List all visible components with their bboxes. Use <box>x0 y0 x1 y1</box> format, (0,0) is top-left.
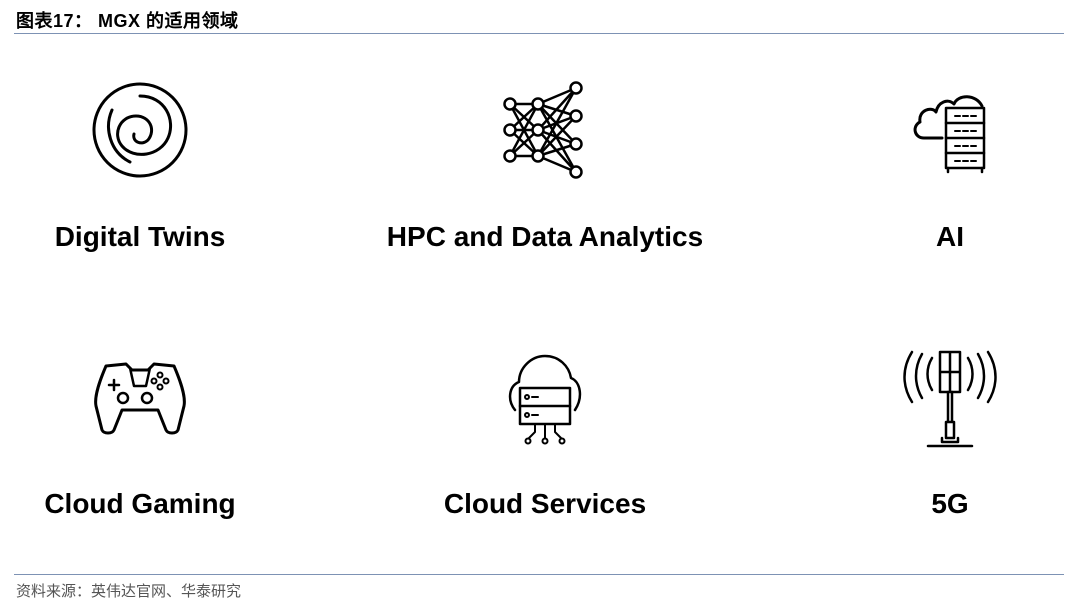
footer-divider <box>14 574 1064 575</box>
header-divider <box>14 33 1064 34</box>
label-cloud-services: Cloud Services <box>443 488 647 519</box>
digital-twins-icon <box>0 80 340 180</box>
page-title: 图表17： MGX 的适用领域 <box>16 11 239 31</box>
label-cloud-gaming: Cloud Gaming <box>44 488 236 519</box>
neural-network-icon <box>345 80 745 180</box>
cloud-server-rack-icon <box>750 88 1080 178</box>
source-note: 资料来源：英伟达官网、华泰研究 <box>16 582 242 600</box>
cloud-services-icon <box>345 352 745 448</box>
label-hpc: HPC and Data Analytics <box>386 221 704 252</box>
game-controller-icon <box>0 360 340 438</box>
label-ai: AI <box>936 221 964 252</box>
cell-tower-icon <box>750 348 1080 450</box>
label-5g: 5G <box>931 488 969 519</box>
label-digital-twins: Digital Twins <box>54 221 226 252</box>
